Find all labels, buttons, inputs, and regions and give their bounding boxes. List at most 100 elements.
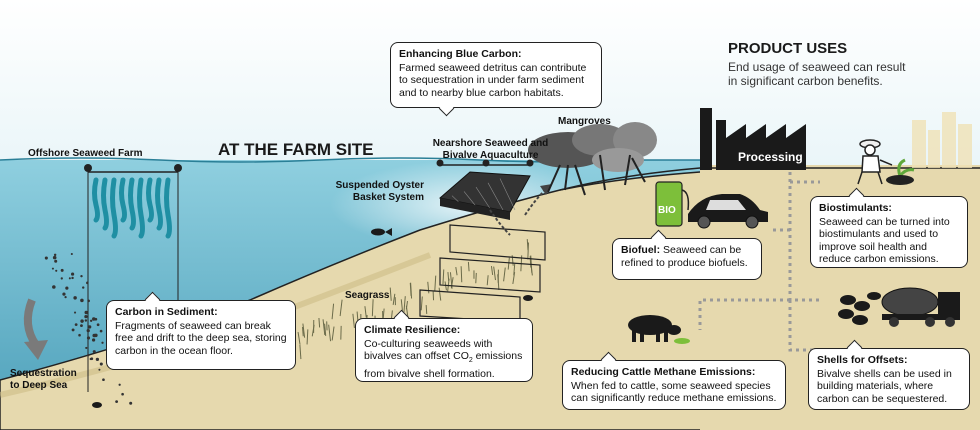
buoy: [436, 159, 444, 167]
mangroves-label: Mangroves: [558, 116, 611, 127]
seagrass-blade: [503, 267, 506, 282]
fragment-dot: [71, 276, 74, 280]
seagrass-blade: [324, 323, 327, 336]
farmer-illustration: [857, 139, 893, 185]
seagrass-blade: [331, 326, 335, 341]
fragment-dot: [71, 328, 75, 332]
buoy: [84, 164, 92, 172]
seagrass-blade: [403, 296, 406, 314]
seagrass-blade: [497, 274, 500, 290]
seagrass-blade: [331, 303, 335, 320]
seagrass-blade: [490, 266, 494, 276]
fragment-dot: [99, 329, 103, 333]
callout-cattle-methane: Reducing Cattle Methane Emissions: When …: [562, 360, 786, 410]
seagrass-blade: [467, 261, 470, 272]
fragment-dot: [89, 319, 93, 322]
seagrass-blade: [318, 317, 321, 328]
fragment-dot: [121, 392, 124, 396]
fragment-dot: [73, 296, 77, 300]
seagrass-blade: [447, 278, 450, 292]
crab-icon: [92, 402, 102, 408]
fragment-dot: [80, 324, 83, 328]
seagrass-blade: [297, 331, 301, 345]
fragment-dot: [55, 269, 58, 272]
grass-patch: [674, 338, 690, 344]
callout-biofuel: Biofuel: Seaweed can be refined to produ…: [612, 238, 762, 280]
product-uses-title: PRODUCT USES: [728, 40, 848, 57]
fragment-dot: [60, 268, 64, 272]
callout-biostimulants: Biostimulants: Seaweed can be turned int…: [810, 196, 968, 268]
fragment-dot: [74, 323, 78, 327]
fragment-dot: [92, 350, 96, 354]
callout-text: Fragments of seaweed can break free and …: [115, 319, 287, 357]
fragment-dot: [70, 252, 73, 256]
seagrass-blade: [322, 319, 326, 335]
seaweed-fragments: [44, 252, 133, 405]
fragment-dot: [51, 267, 54, 270]
callout-title: Shells for Offsets:: [817, 354, 908, 366]
buoy: [482, 159, 490, 167]
seaweed-strand: [101, 177, 109, 231]
fragment-dot: [84, 319, 88, 322]
crab-icon: [523, 295, 533, 301]
fragment-dot: [71, 272, 75, 276]
fragment-dot: [78, 333, 81, 337]
shore-line: [559, 167, 980, 191]
seagrass-blade: [526, 239, 529, 251]
car-illustration: [688, 194, 768, 229]
fragment-dot: [86, 281, 89, 285]
fragment-dot: [102, 378, 105, 382]
callout-title: Biofuel:: [621, 244, 661, 256]
fragment-dot: [84, 315, 88, 319]
fragment-dot: [65, 286, 69, 290]
seagrass-blade: [438, 287, 442, 301]
drift-arrow: [524, 189, 546, 216]
seagrass-blade: [475, 272, 477, 284]
callout-title: Reducing Cattle Methane Emissions:: [571, 366, 756, 378]
seagrass-blade: [460, 266, 463, 283]
fragment-dot: [60, 277, 63, 280]
cement-truck-illustration: [881, 287, 960, 327]
fragment-dot: [94, 333, 98, 338]
seagrass-blade: [513, 263, 516, 276]
fragment-dot: [44, 256, 48, 260]
seagrass-blade: [530, 265, 533, 276]
sequestration-label: Sequestration to Deep Sea: [10, 368, 77, 391]
seagrass-blade: [299, 344, 302, 360]
seaweed-strand: [110, 177, 118, 239]
processing-label: Processing: [738, 150, 803, 164]
fragment-dot: [74, 311, 77, 314]
mangrove-trees: [528, 122, 657, 196]
seagrass-blade: [405, 301, 408, 310]
fragment-dot: [87, 299, 90, 303]
callout-text: Biofuel: Seaweed can be refined to produ…: [621, 244, 753, 269]
drift-arrowhead: [540, 184, 552, 195]
callout-text-part: Co-culturing seaweeds with bivalves can …: [364, 337, 493, 363]
seagrass-blade: [455, 267, 458, 276]
fragment-dot: [52, 285, 56, 289]
fragment-dot: [92, 317, 96, 321]
seagrass-blade: [302, 323, 306, 338]
fragment-dot: [87, 353, 90, 357]
fragment-dot: [95, 357, 100, 362]
oyster-basket: [438, 171, 531, 213]
fragment-dot: [129, 401, 133, 405]
shell-pile: [838, 292, 881, 325]
fragment-dot: [82, 286, 85, 289]
fish-icon: [371, 228, 392, 236]
buoy: [526, 159, 534, 167]
callout-enhancing-blue-carbon: Enhancing Blue Carbon: Farmed seaweed de…: [390, 42, 602, 108]
fragment-dot: [86, 336, 91, 340]
callout-text: Seaweed can be turned into biostimulants…: [819, 215, 950, 266]
callout-body: Seaweed can be refined to produce biofue…: [621, 244, 748, 269]
fragment-dot: [80, 319, 84, 323]
fragment-dot: [53, 253, 57, 257]
buoy: [174, 164, 182, 172]
seagrass-blade: [339, 299, 343, 317]
product-uses-subtitle: End usage of seaweed can result in signi…: [728, 60, 906, 88]
seaweed-strand: [155, 177, 163, 231]
fragment-dot: [87, 329, 90, 333]
seagrass-blade: [507, 257, 510, 270]
callout-title: Enhancing Blue Carbon:: [399, 48, 522, 60]
